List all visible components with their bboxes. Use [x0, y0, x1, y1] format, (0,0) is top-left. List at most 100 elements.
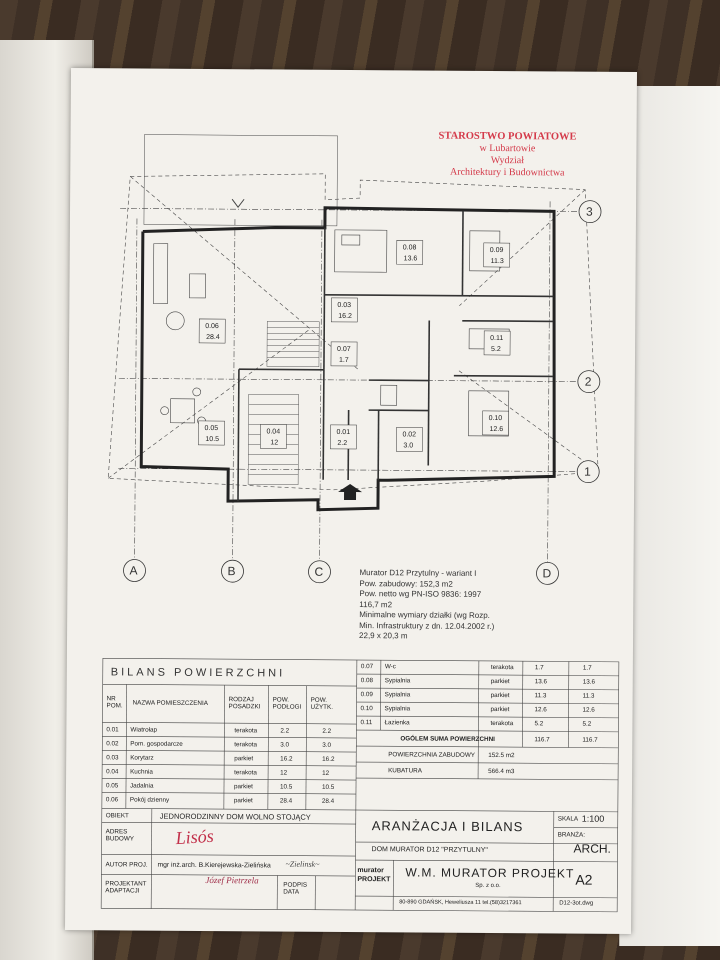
table-cell: parkiet — [233, 783, 253, 791]
table-cell: 10.5 — [279, 783, 293, 791]
podpis-label: PODPIS DATA — [283, 881, 308, 896]
table-cell: 0.03 — [106, 754, 119, 762]
table-cell: 1.7 — [534, 664, 544, 672]
room-code: 0.09 — [490, 247, 504, 254]
room-code: 0.08 — [403, 244, 417, 251]
room-area: 2.2 — [337, 440, 347, 447]
handwritten-signature: Lisós — [175, 825, 215, 849]
total-floor: 116.7 — [534, 736, 550, 744]
table-cell: Sypialnia — [384, 677, 411, 685]
table-cell: parkiet — [233, 797, 253, 805]
table-cell: Sypialnia — [384, 705, 411, 713]
room-code: 0.05 — [204, 425, 218, 432]
table-cell: 13.6 — [582, 678, 596, 686]
room-area: 1.7 — [339, 357, 349, 364]
table-cell: 0.01 — [106, 726, 119, 734]
room-area: 11.3 — [491, 258, 504, 265]
table-cell: 3.0 — [322, 741, 332, 749]
obiekt-value: JEDNORODZINNY DOM WOLNO STOJĄCY — [159, 811, 311, 822]
table-cell: parkiet — [490, 691, 510, 700]
table-cell: Wiatrołap — [130, 726, 158, 734]
skala-label: SKALA — [557, 815, 579, 823]
table-cell: terakota — [234, 741, 258, 749]
kubatura-label: KUBATURA — [388, 767, 422, 775]
table-cell: 12 — [322, 769, 330, 777]
table-cell: 11.3 — [534, 692, 547, 700]
room-code: 0.01 — [336, 429, 350, 436]
room-code: 0.03 — [337, 302, 351, 309]
table-cell: 0.10 — [360, 705, 373, 713]
table-cell: Sypialnia — [384, 691, 411, 699]
grid-column-label: B — [227, 564, 235, 578]
floor-plan: 0.08 13.6 0.09 11.3 0.03 16.2 0.06 28.4 … — [107, 134, 602, 585]
header-floor-area: POW. PODŁOGI — [272, 696, 302, 711]
room-code: 0.10 — [489, 415, 503, 422]
table-cell: parkiet — [234, 755, 254, 763]
branza-value: ARCH. — [573, 841, 611, 856]
branza-label: BRANŻA: — [557, 831, 585, 839]
skala-value: 1:100 — [581, 813, 605, 824]
table-cell: terakota — [490, 663, 514, 672]
table-cell: 11.3 — [582, 692, 595, 700]
table-cell: 28.4 — [321, 797, 335, 805]
company-name: W.M. MURATOR PROJEKT — [405, 865, 575, 881]
table-cell: 5.2 — [582, 720, 592, 728]
entrance-arrow-icon — [338, 483, 363, 501]
bilans-title: BILANS POWIERZCHNI — [110, 666, 286, 680]
sheet-number: A2 — [575, 871, 593, 888]
table-cell: 16.2 — [280, 755, 293, 763]
table-cell: 10.5 — [321, 783, 335, 791]
table-cell: 12.6 — [582, 706, 595, 714]
table-cell: parkiet — [490, 677, 510, 686]
obiekt-label: OBIEKT — [105, 812, 129, 820]
table-cell: terakota — [234, 769, 257, 777]
header-name: NAZWA POMIESZCZENIA — [132, 699, 208, 708]
table-lines — [100, 657, 620, 913]
room-code: 0.07 — [337, 346, 351, 353]
room-area: 12.6 — [489, 426, 503, 433]
table-cell: 12 — [280, 769, 288, 777]
grid-row-label: 2 — [585, 375, 592, 389]
table-cell: parkiet — [490, 705, 510, 714]
table-cell: Korytarz — [130, 754, 154, 762]
table-cell: Pom. gospodarcze — [130, 740, 183, 748]
grid-column-label: A — [129, 563, 137, 577]
room-area: 5.2 — [491, 346, 501, 353]
company-address: 80-890 GDAŃSK, Heweliusza 11 tel.(58)321… — [399, 899, 522, 907]
table-cell: 3.0 — [280, 741, 290, 749]
table-cell: 0.11 — [360, 719, 373, 727]
room-area: 3.0 — [403, 442, 413, 449]
terrace-arrow-icon — [231, 198, 245, 209]
room-area: 13.6 — [404, 255, 418, 262]
table-cell: 2.2 — [322, 727, 332, 735]
autor-label: AUTOR PROJ. — [105, 861, 148, 869]
table-cell: 0.06 — [105, 796, 119, 804]
table-cell: 0.07 — [360, 663, 374, 671]
table-cell: 1.7 — [582, 664, 592, 672]
table-cell: W-c — [384, 663, 396, 671]
table-cell: 0.04 — [106, 768, 119, 776]
room-code: 0.06 — [205, 323, 219, 330]
header-floor-type: RODZAJ POSADZKI — [228, 696, 261, 711]
grid-column-label: D — [542, 566, 551, 580]
table-cell: 12.6 — [534, 706, 547, 714]
drawing-sheet: STAROSTWO POWIATOWE w Lubartowie Wydział… — [64, 68, 638, 934]
total-label: OGÓLEM SUMA POWIERZCHNI — [400, 735, 495, 744]
table-cell: Jadalnia — [129, 782, 154, 790]
table-cell: terakota — [490, 719, 514, 728]
zabudowa-label: POWIERZCHNIA ZABUDOWY — [388, 751, 476, 759]
table-cell: 5.2 — [534, 720, 544, 728]
zabudowa-value: 152.5 m2 — [488, 751, 515, 760]
grid-row-label: 1 — [584, 465, 591, 479]
grid-row-label: 3 — [586, 205, 593, 219]
header-nr: NR POM. — [106, 695, 123, 710]
table-cell: 0.05 — [105, 782, 119, 790]
room-area: 28.4 — [206, 334, 220, 341]
table-cell: 2.2 — [280, 727, 290, 735]
table-cell: 16.2 — [322, 755, 335, 763]
room-code: 0.04 — [266, 428, 280, 435]
kubatura-value: 566.4 m3 — [488, 767, 515, 776]
table-cell: Kuchnia — [130, 768, 153, 776]
room-area: 16.2 — [338, 313, 352, 320]
table-cell: 0.09 — [360, 691, 373, 699]
